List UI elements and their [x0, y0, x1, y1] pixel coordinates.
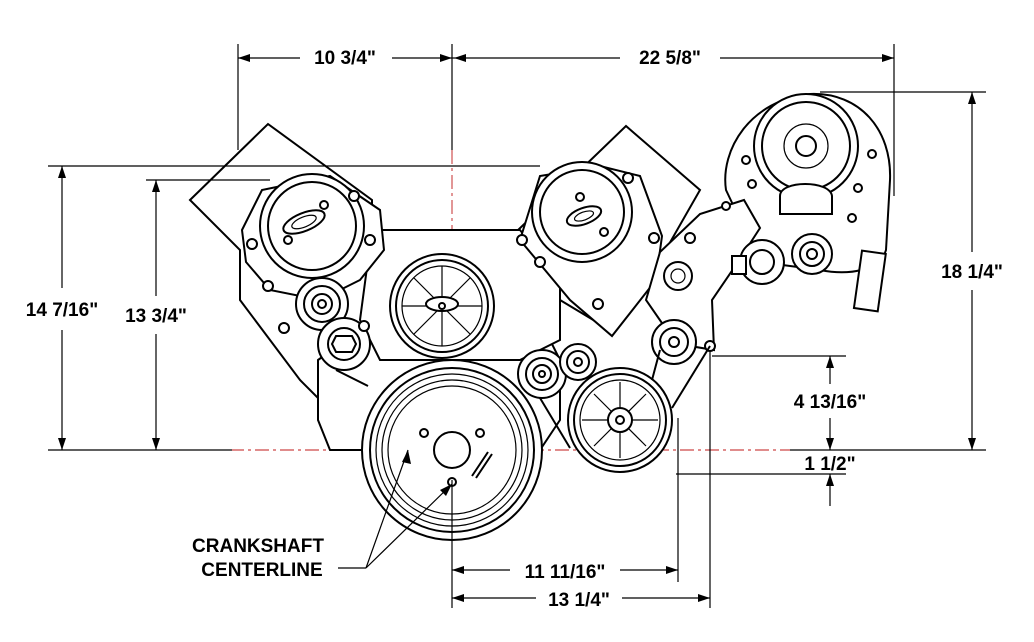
ac-bracket	[644, 198, 833, 365]
dim-bottom-width-lower: 13 1/4"	[548, 590, 610, 611]
dim-idler-height: 4 13/16"	[794, 392, 866, 413]
lower-idler-pulleys	[517, 343, 597, 399]
dim-bottom-width-upper: 11 11/16"	[525, 562, 606, 583]
dim-top-left: 10 3/4"	[314, 48, 376, 69]
dim-overall-height-right: 18 1/4"	[941, 262, 1003, 283]
power-steering-assembly	[240, 173, 386, 371]
ac-compressor-assembly	[724, 92, 892, 313]
lower-drive-pulley	[567, 367, 673, 473]
dim-top-right: 22 5/8"	[639, 48, 701, 69]
dim-inner-height-left: 13 3/4"	[125, 306, 187, 327]
serpentine-belt	[335, 345, 711, 449]
callout-line-1: CRANKSHAFT	[192, 536, 324, 557]
callout-line-2: CENTERLINE	[201, 560, 322, 581]
water-pump-pulley	[389, 253, 495, 359]
alternator-assembly	[516, 161, 664, 338]
dim-lower-offset: 1 1/2"	[804, 454, 855, 475]
dim-overall-height-left: 14 7/16"	[26, 300, 98, 321]
dimension-lines	[48, 44, 986, 608]
